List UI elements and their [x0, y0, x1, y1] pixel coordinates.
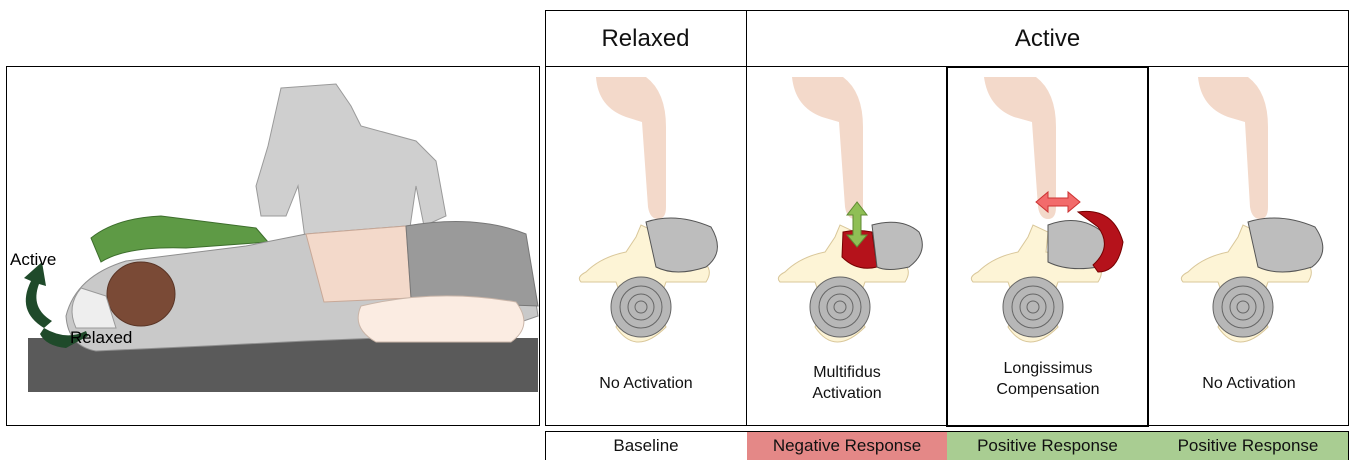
vertebra-shape — [579, 218, 717, 342]
caption-multifidus-activation: Multifidus Activation — [747, 360, 947, 406]
header-relaxed: Relaxed — [545, 10, 746, 67]
response-positive-no-activation: Positive Response — [1148, 432, 1348, 460]
panel-multifidus-drawing — [747, 67, 947, 367]
caption-longissimus-line2: Compensation — [996, 379, 1099, 400]
panel-no-activation-drawing — [1150, 67, 1350, 367]
caption-multifidus-line2: Activation — [812, 383, 881, 404]
response-baseline: Baseline — [546, 432, 746, 460]
pose-label-active: Active — [10, 250, 56, 270]
caption-multifidus-line1: Multifidus — [813, 362, 881, 383]
panel-relaxed-drawing — [546, 67, 746, 367]
response-negative: Negative Response — [747, 432, 947, 460]
caption-longissimus-compensation: Longissimus Compensation — [948, 356, 1148, 402]
header-active: Active — [746, 10, 1349, 67]
caption-longissimus-line1: Longissimus — [1004, 358, 1093, 379]
panel-longissimus-drawing — [948, 67, 1148, 367]
caption-relaxed-no-activation: No Activation — [546, 360, 746, 406]
prone-patient-illustration — [6, 66, 540, 426]
pose-label-relaxed: Relaxed — [70, 328, 132, 348]
response-positive-longissimus: Positive Response — [947, 432, 1148, 460]
caption-active-no-activation: No Activation — [1150, 360, 1348, 406]
